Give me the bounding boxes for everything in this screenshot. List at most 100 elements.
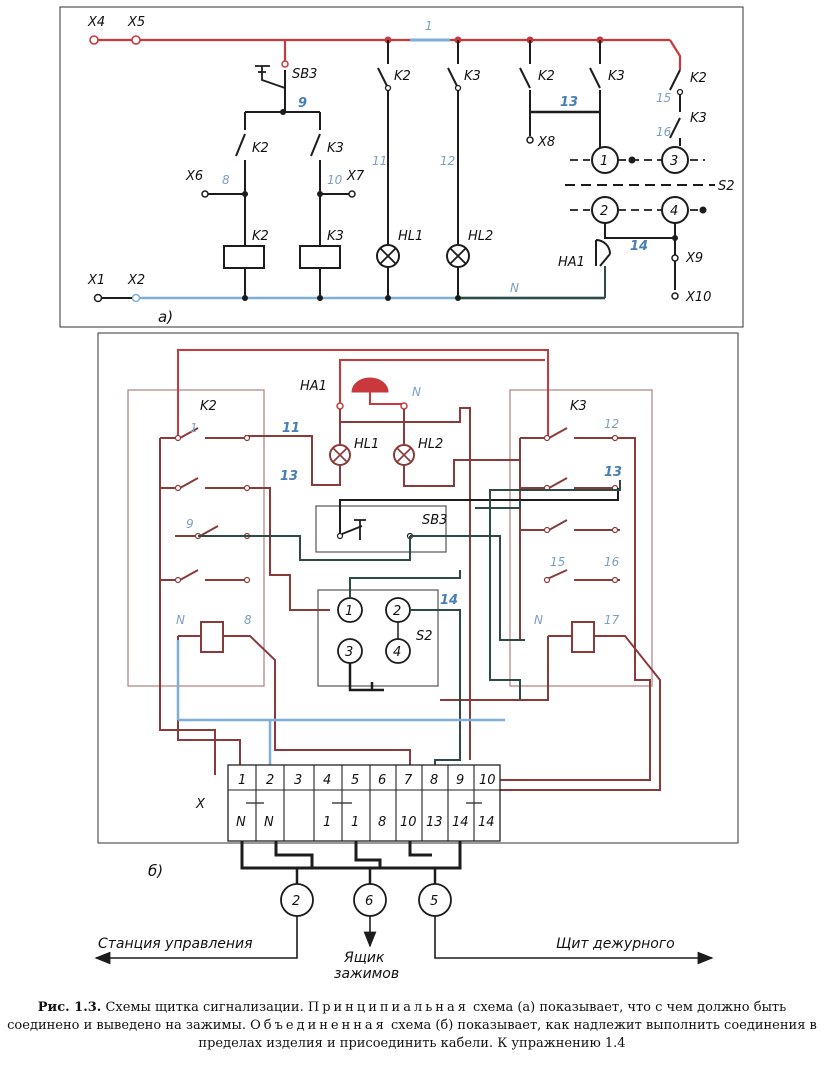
label-b-s2: S2 [416,629,433,644]
cable-labels: 2 6 5 Станция управления Ящик зажимов Щи… [98,894,675,982]
terminal-labels: 1 2 3 4 5 6 7 8 9 10 N N 1 1 8 10 13 14 … [236,773,496,830]
label-x5: X5 [127,15,145,30]
terminal-top: 3 [294,773,302,788]
label-b-k2: K2 [200,399,217,414]
cable-number: 6 [365,894,373,909]
label-x10: X10 [685,290,711,305]
wire-13: 13 [560,95,578,110]
cable-number: 2 [292,894,300,909]
schematic-a-labels: X4 X5 1 SB3 9 K2 K3 X6 8 10 X7 K2 K3 K2 … [87,15,735,326]
terminal-bottom: 10 [400,815,417,830]
terminal-top: 9 [456,773,464,788]
caption-spaced-2: Объединенная [250,1018,387,1033]
label-b-x: X [195,797,206,812]
s2-b-pos-2: 2 [393,604,401,619]
label-b-hl1: HL1 [354,437,379,452]
wiring-diagram: X4 X5 1 SB3 9 K2 K3 X6 8 10 X7 K2 K3 K2 … [59,6,744,982]
wire-16: 16 [656,125,672,139]
wire-b-17: 17 [604,613,620,627]
wire-b-9: 9 [186,517,194,531]
label-b-sb3: SB3 [422,513,447,528]
label-k3-par: K3 [608,69,625,84]
terminal-top: 5 [351,773,359,788]
label-k2-hl1: K2 [394,69,411,84]
terminal-top: 2 [266,773,274,788]
terminal-top: 7 [404,773,413,788]
wire-8: 8 [222,173,230,187]
wire-b-13a: 13 [280,469,298,484]
label-b-n-top: N [412,385,421,399]
wire-b-12: 12 [604,417,619,431]
wire-b-8: 8 [244,613,252,627]
cable-number: 5 [430,894,438,909]
label-k3-ser: K3 [690,111,707,126]
wire-b-11: 11 [282,421,300,436]
wire-b-15: 15 [550,555,565,569]
s2-pos-1: 1 [600,154,608,169]
dest-control-station: Станция управления [98,936,253,952]
terminal-bottom: N [236,815,246,830]
wire-10: 10 [327,173,343,187]
s2-b-pos-3: 3 [345,645,353,660]
label-x9: X9 [685,251,703,266]
wire-b-1: 1 [190,421,198,435]
terminal-bottom: 1 [323,815,331,830]
schematic-a [59,6,744,328]
caption-part1: Схемы щитка сигнализации. [101,1000,308,1015]
dest-duty-panel: Щит дежурного [556,936,675,952]
dest-terminal-box-2: зажимов [334,966,399,982]
terminal-top: 10 [479,773,496,788]
label-hl1: HL1 [398,229,423,244]
caption-fig: Рис. 1.3. [37,1000,102,1015]
terminal-bottom: 14 [478,815,495,830]
wire-1: 1 [425,19,433,33]
terminal-top: 8 [430,773,438,788]
label-x7: X7 [346,169,365,184]
wire-11: 11 [372,154,387,168]
label-x6: X6 [185,169,203,184]
caption-part3: схема (б) показывает, как надлежит выпол… [198,1018,817,1051]
wire-9: 9 [298,96,307,111]
figure-caption: Рис. 1.3. Схемы щитка сигнализации. Прин… [6,999,818,1053]
label-k3-hl2: K3 [464,69,481,84]
label-k2-contact: K2 [252,141,269,156]
terminal-top: 6 [378,773,386,788]
label-x8: X8 [537,135,555,150]
schematic-b [94,332,739,965]
label-b: б) [148,862,163,880]
label-k3-contact: K3 [327,141,344,156]
label-x2: X2 [127,273,145,288]
label-k2-ser: K2 [690,71,707,86]
wire-14: 14 [630,239,648,254]
label-s2: S2 [718,179,735,194]
schematic-b-labels: K2 K3 HA1 N HL1 HL2 1 11 13 9 N 8 12 13 … [148,379,622,880]
s2-pos-4: 4 [670,204,678,219]
terminal-top: 4 [323,773,331,788]
label-b-n-k2: N [176,613,185,627]
label-hl2: HL2 [468,229,493,244]
terminal-bottom: 1 [351,815,359,830]
label-k2-par: K2 [538,69,555,84]
wire-b-14: 14 [440,593,458,608]
terminal-bottom: 14 [452,815,469,830]
caption-part2: схема (а) показывает, что с чем должно б… [7,1000,787,1033]
label-ha1: HA1 [558,255,585,270]
label-b-hl2: HL2 [418,437,443,452]
caption-spaced-1: Принципиальная [307,1000,469,1015]
terminal-bottom: 8 [378,815,386,830]
s2-b-pos-4: 4 [393,645,401,660]
label-a: а) [158,308,173,326]
label-k2-coil: K2 [252,229,269,244]
wire-12: 12 [440,154,455,168]
terminal-bottom: N [264,815,274,830]
label-b-n-k3: N [534,613,543,627]
terminal-bottom: 13 [426,815,443,830]
label-k3-coil: K3 [327,229,344,244]
wire-15: 15 [656,91,671,105]
dest-terminal-box-1: Ящик [343,950,385,966]
wire-b-16: 16 [604,555,620,569]
label-b-k3: K3 [570,399,587,414]
s2-pos-3: 3 [670,154,678,169]
label-x1: X1 [87,273,105,288]
terminal-top: 1 [238,773,246,788]
